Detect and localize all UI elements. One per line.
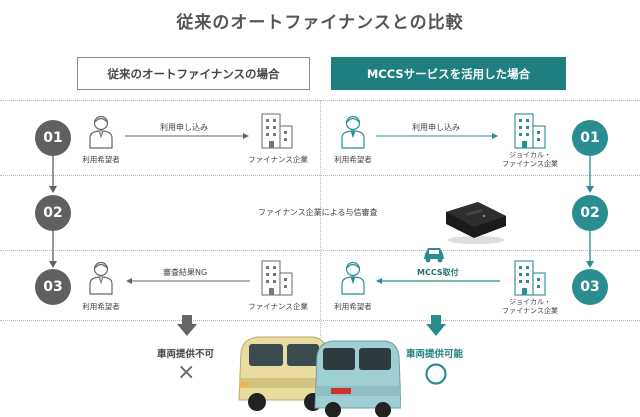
right-company-label-3: ジョイカル・ ファイナンス企業: [498, 298, 562, 316]
right-connector-arrowhead: [586, 261, 594, 268]
applicant-icon: [341, 115, 365, 149]
left-connector-arrowhead: [49, 186, 57, 193]
step-02-right: 02: [572, 195, 608, 231]
step-01-right: 01: [572, 120, 608, 156]
right-apply-arrowhead: [492, 133, 498, 139]
finance-company-building-icon: [261, 113, 293, 149]
header-conventional: 従来のオートファイナンスの場合: [77, 57, 310, 90]
cars-photo: [238, 336, 401, 417]
column-divider: [320, 100, 321, 350]
left-company-label: ファイナンス企業: [248, 155, 308, 164]
joycal-building-icon: [514, 113, 546, 149]
right-applicant-label-3: 利用希望者: [334, 302, 372, 311]
step2-screening-text: ファイナンス企業による与信審査: [258, 208, 378, 217]
step-01-left: 01: [35, 120, 71, 156]
mccs-device-image: [446, 202, 506, 244]
mccs-install-text: MCCS取付: [417, 268, 459, 277]
step-03-right: 03: [572, 269, 608, 305]
left-applicant-label-3: 利用希望者: [82, 302, 120, 311]
right-company-label-line2: ファイナンス企業: [502, 160, 558, 168]
right-company-label-3-line2: ファイナンス企業: [502, 307, 558, 315]
step-03-left: 03: [35, 269, 71, 305]
finance-company-building-icon: [261, 260, 293, 296]
joycal-building-icon: [514, 260, 546, 296]
applicant-icon: [89, 261, 113, 295]
right-result-text: 車両提供可能: [406, 349, 464, 360]
right-result-circle-icon: [425, 363, 447, 385]
right-company-label-3-line1: ジョイカル・: [509, 298, 551, 306]
left-result-text: 車両提供不可: [157, 349, 215, 360]
header-mccs: MCCSサービスを活用した場合: [331, 57, 566, 90]
car-icon: [424, 248, 444, 263]
down-arrow-icon: [426, 315, 446, 336]
left-ng-arrowhead: [126, 278, 132, 284]
right-apply-text: 利用申し込み: [412, 123, 460, 132]
left-result-mark: ×: [177, 360, 196, 385]
page-title: 従来のオートファイナンスとの比較: [176, 13, 464, 33]
left-connector-arrowhead: [49, 261, 57, 268]
step-02-left: 02: [35, 195, 71, 231]
left-apply-text: 利用申し込み: [160, 123, 208, 132]
left-apply-arrowhead: [243, 133, 249, 139]
right-mccs-arrowhead: [376, 278, 382, 284]
left-ng-text: 審査結果NG: [163, 268, 208, 277]
down-arrow-icon: [177, 315, 197, 336]
right-company-label: ジョイカル・ ファイナンス企業: [498, 151, 562, 169]
left-company-label-3: ファイナンス企業: [248, 302, 308, 311]
applicant-icon: [341, 261, 365, 295]
left-applicant-label: 利用希望者: [82, 155, 120, 164]
right-company-label-line1: ジョイカル・: [509, 151, 551, 159]
applicant-icon: [89, 115, 113, 149]
right-applicant-label: 利用希望者: [334, 155, 372, 164]
right-connector-arrowhead: [586, 186, 594, 193]
